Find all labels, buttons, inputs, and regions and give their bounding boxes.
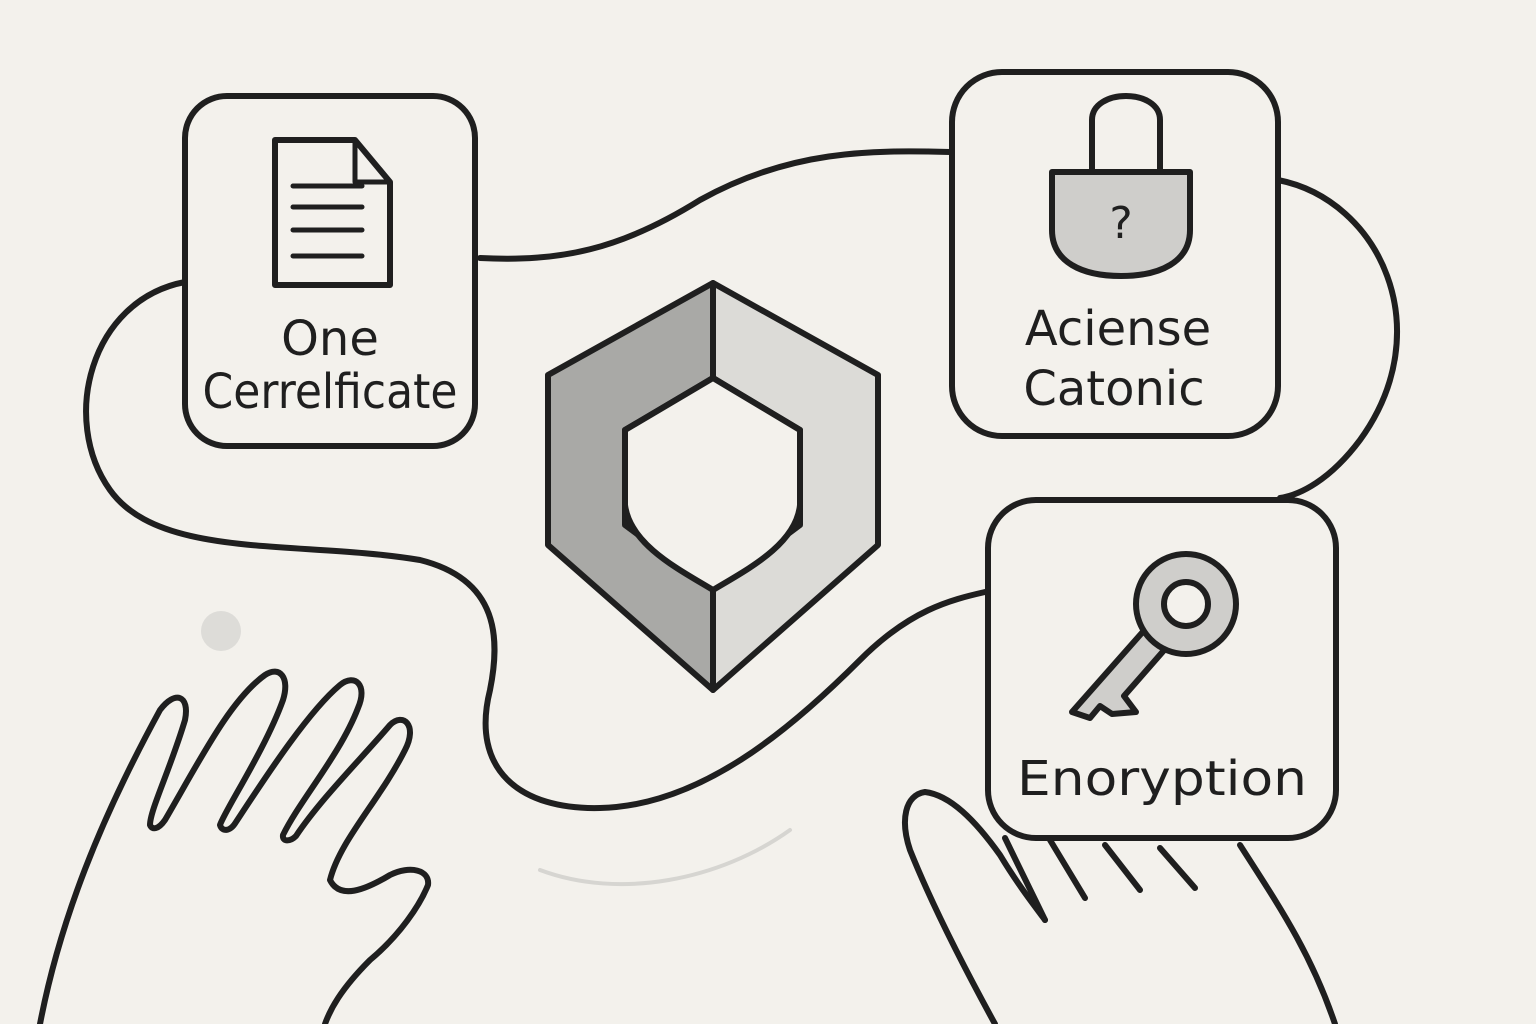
- connector-loop: [83, 148, 1400, 812]
- decorative-dot: [201, 611, 241, 651]
- right-hand: [902, 789, 1338, 1024]
- shield-icon: [545, 280, 881, 693]
- card-certificate-title-line2: Cerrelficate: [203, 364, 458, 420]
- card-encryption-title: Enoryption: [1017, 751, 1307, 807]
- key-icon: [1069, 551, 1239, 721]
- card-certificate[interactable]: One Cerrelficate: [182, 93, 478, 449]
- card-encryption[interactable]: Enoryption: [985, 497, 1339, 841]
- card-access-title-line2: Catonic: [1023, 361, 1204, 417]
- document-icon: [272, 137, 393, 288]
- card-certificate-title-line1: One: [281, 311, 379, 367]
- card-access-title-line1: Aciense: [1025, 301, 1211, 357]
- decorative-arc: [538, 828, 792, 887]
- card-access[interactable]: ? Aciense Catonic: [949, 69, 1281, 439]
- padlock-question-icon: ?: [1049, 93, 1193, 279]
- question-mark-glyph: ?: [1109, 198, 1132, 249]
- left-hand: [37, 668, 432, 1024]
